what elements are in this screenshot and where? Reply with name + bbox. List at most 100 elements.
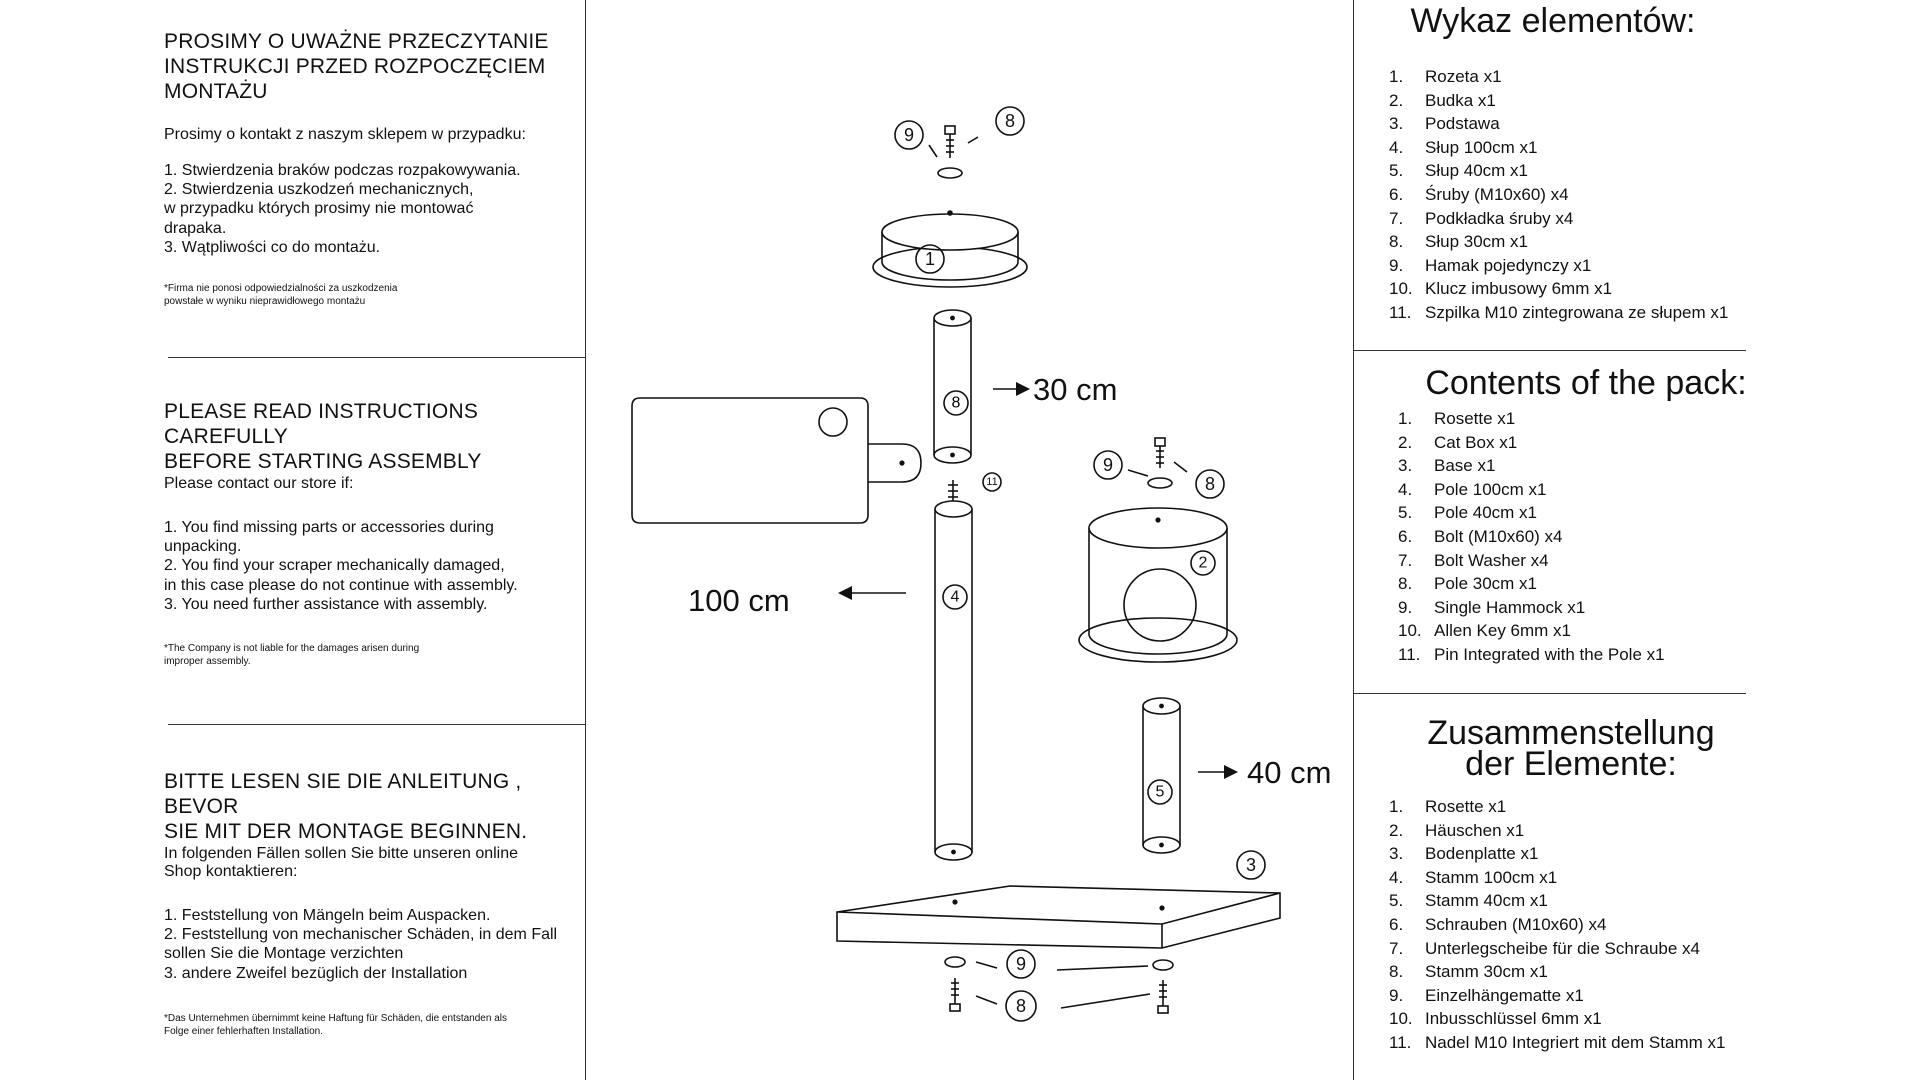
item-number: 11. — [1398, 644, 1421, 664]
item-number: 8. — [1389, 232, 1404, 252]
pl-contact-intro: Prosimy o kontakt z naszym sklepem w prz… — [164, 126, 526, 143]
en-instructions-heading: PLEASE READ INSTRUCTIONS CAREFULLY BEFOR… — [164, 400, 482, 473]
item-number: 11. — [1389, 1032, 1412, 1052]
en-contents-item: 2.Cat Box x1 — [1398, 431, 1665, 455]
de-contents-item: 7.Unterlegscheibe für die Schraube x4 — [1389, 937, 1725, 961]
left-section-divider-2 — [168, 724, 585, 725]
en-contents-item: 1.Rosette x1 — [1398, 407, 1665, 431]
item-text: Klucz imbusowy 6mm x1 — [1425, 279, 1613, 299]
item-number: 2. — [1389, 820, 1404, 840]
item-text: Budka x1 — [1425, 90, 1496, 110]
de-contents-item: 8.Stamm 30cm x1 — [1389, 960, 1725, 984]
item-number: 4. — [1389, 137, 1404, 157]
part-label-11: 11 — [986, 476, 997, 488]
item-number: 4. — [1389, 867, 1404, 887]
item-text: Allen Key 6mm x1 — [1434, 621, 1571, 641]
de-contact-reasons: 1. Feststellung von Mängeln beim Auspack… — [164, 907, 558, 982]
arrow-heads — [838, 382, 1238, 779]
de-contents-item: 9.Einzelhängematte x1 — [1389, 984, 1725, 1008]
item-number: 6. — [1389, 184, 1404, 204]
item-text: Rozeta x1 — [1425, 67, 1502, 86]
part-label-1: 1 — [925, 249, 935, 269]
item-text: Bodenplatte x1 — [1425, 844, 1539, 864]
pl-contents-item: 4.Słup 100cm x1 — [1389, 136, 1728, 160]
part-label-7-box: 9 — [1103, 455, 1113, 475]
pl-instructions-heading: PROSIMY O UWAŻNE PRZECZYTANIE INSTRUKCJI… — [164, 30, 549, 103]
item-number: 10. — [1389, 279, 1413, 299]
pl-contents-item: 6. Śruby (M10x60) x4 — [1389, 183, 1728, 207]
pl-contents-item: 5.Słup 40cm x1 — [1389, 159, 1728, 183]
item-number: 7. — [1398, 550, 1413, 570]
de-contents-item: 10. Inbusschlüssel 6mm x1 — [1389, 1007, 1725, 1031]
en-contact-intro: Please contact our store if: — [164, 475, 354, 492]
de-contents-item: 11. Nadel M10 Integriert mit dem Stamm x1 — [1389, 1031, 1725, 1055]
item-number: 3. — [1389, 114, 1404, 134]
de-disclaimer: *Das Unternehmen übernimmt keine Haftung… — [164, 1013, 507, 1037]
item-text: Cat Box x1 — [1434, 432, 1518, 452]
item-number: 9. — [1389, 255, 1404, 275]
hammock-part — [631, 397, 922, 524]
part-label-6-top: 8 — [1005, 111, 1015, 131]
rosette-bolt — [928, 125, 979, 179]
item-number: 10. — [1398, 621, 1422, 641]
de-contents-item: 4.Stamm 100cm x1 — [1389, 866, 1725, 890]
item-text: Nadel M10 Integriert mit dem Stamm x1 — [1425, 1032, 1726, 1052]
item-number: 1. — [1389, 67, 1404, 86]
de-instructions-heading: BITTE LESEN SIE DIE ANLEITUNG , BEVOR SI… — [164, 770, 528, 843]
base-part — [836, 885, 1281, 949]
pl-contents-item: 3. Podstawa — [1389, 112, 1728, 136]
de-contact-intro: In folgenden Fällen sollen Sie bitte uns… — [164, 845, 519, 880]
item-text: Pole 100cm x1 — [1434, 479, 1547, 499]
item-number: 11. — [1389, 302, 1412, 322]
item-text: Podstawa — [1425, 114, 1500, 134]
item-text: Szpilka M10 zintegrowana ze słupem x1 — [1425, 302, 1729, 322]
item-number: 8. — [1398, 574, 1413, 594]
item-text: Pin Integrated with the Pole x1 — [1434, 644, 1665, 664]
item-number: 6. — [1398, 526, 1413, 546]
en-contents-item: 8. Pole 30cm x1 — [1398, 572, 1665, 596]
base-bolts — [944, 956, 1174, 1014]
pole-30-part — [933, 309, 972, 464]
item-text: Rosette x1 — [1425, 797, 1507, 816]
part-label-2: 2 — [1199, 555, 1208, 572]
item-text: Bolt (M10x60) x4 — [1434, 526, 1563, 546]
item-text: Śruby (M10x60) x4 — [1425, 184, 1569, 204]
pl-contents-item: 7. Podkładka śruby x4 — [1389, 207, 1728, 231]
item-text: Podkładka śruby x4 — [1425, 208, 1574, 228]
en-disclaimer: *The Company is not liable for the damag… — [164, 643, 420, 667]
en-contents-item: 11. Pin Integrated with the Pole x1 — [1398, 643, 1665, 667]
pl-contents-item: 11. Szpilka M10 zintegrowana ze słupem x1 — [1389, 301, 1728, 325]
item-number: 3. — [1398, 456, 1413, 476]
item-number: 6. — [1389, 914, 1404, 934]
item-text: Inbusschlüssel 6mm x1 — [1425, 1009, 1602, 1029]
en-contents-title: Contents of the pack: — [1425, 364, 1747, 402]
part-label-5: 5 — [1156, 784, 1165, 801]
pl-disclaimer: *Firma nie ponosi odpowiedzialności za u… — [164, 283, 398, 307]
item-number: 3. — [1389, 844, 1404, 864]
item-text: Häuschen x1 — [1425, 820, 1525, 840]
dimension-arrows — [852, 388, 1226, 773]
item-text: Słup 40cm x1 — [1425, 161, 1528, 181]
item-text: Stamm 30cm x1 — [1425, 962, 1548, 982]
de-contents-item: 2. Häuschen x1 — [1389, 819, 1725, 843]
rosette-part — [872, 210, 1028, 288]
part-label-6-base: 8 — [1016, 996, 1026, 1016]
catbox-bolt — [1127, 437, 1188, 489]
item-text: Pole 30cm x1 — [1434, 574, 1537, 594]
left-section-divider-1 — [168, 357, 585, 358]
de-contents-title: Zusammenstellung der Elemente: — [1427, 714, 1715, 783]
item-number: 5. — [1398, 503, 1413, 523]
en-contents-item: 9.Single Hammock x1 — [1398, 596, 1665, 620]
en-contents-item: 10. Allen Key 6mm x1 — [1398, 619, 1665, 643]
item-number: 10. — [1389, 1009, 1413, 1029]
pl-contents-item: 8.Słup 30cm x1 — [1389, 230, 1728, 254]
item-text: Einzelhängematte x1 — [1425, 985, 1584, 1005]
part-number-circles — [818, 106, 1266, 1022]
item-number: 7. — [1389, 208, 1404, 228]
right-section-divider-2 — [1353, 693, 1746, 694]
part-label-8-pole: 8 — [952, 395, 961, 412]
item-number: 9. — [1398, 597, 1413, 617]
